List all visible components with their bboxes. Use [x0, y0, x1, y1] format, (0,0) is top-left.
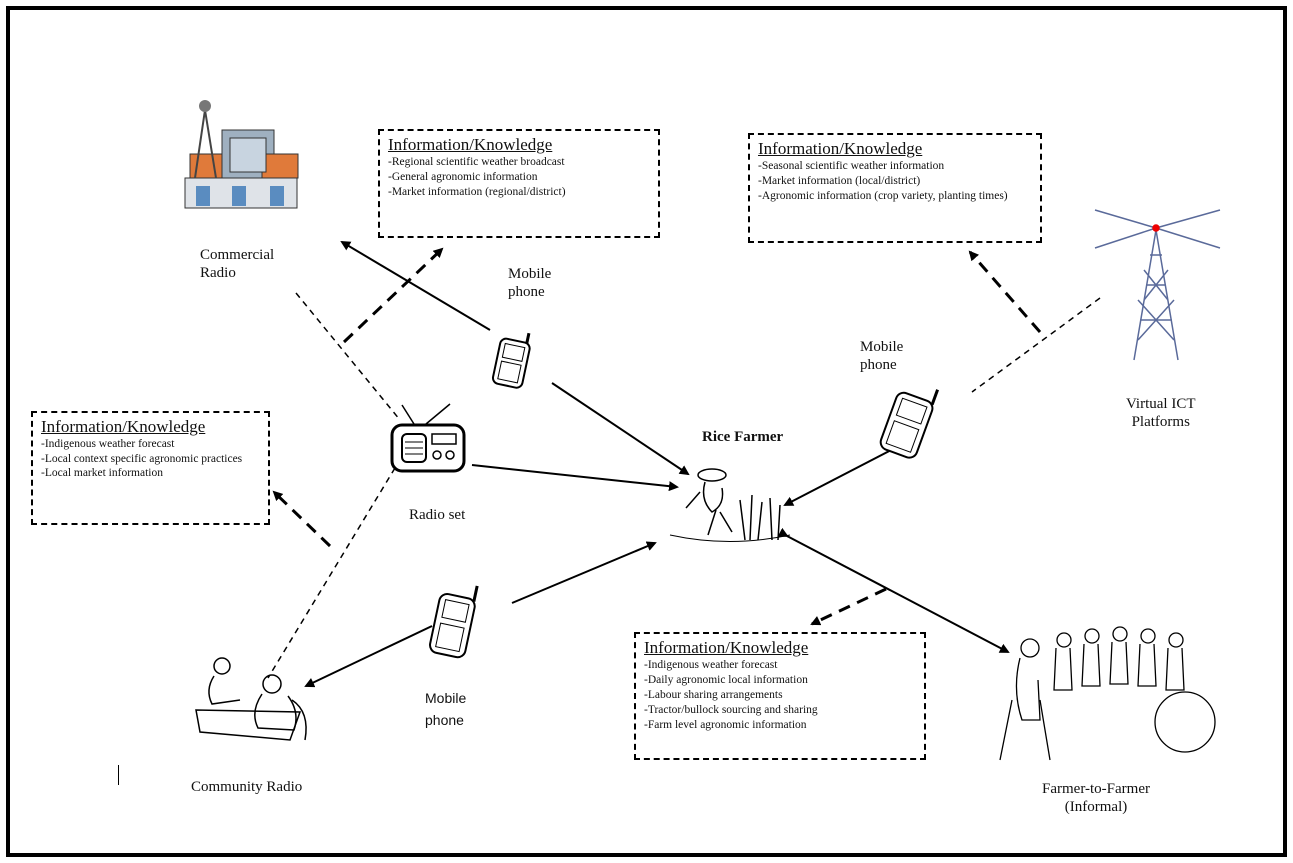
arrow-phone-to-commercial-radio [340, 240, 491, 331]
line-phone-top-to-farmer [551, 382, 690, 476]
arrow-radio-set-to-farmer [471, 464, 679, 492]
text-cursor [118, 765, 119, 785]
community-radio-label: Community Radio [191, 779, 303, 795]
mobile-phone-right-icon [879, 389, 939, 459]
info-box-item: -Indigenous weather forecast [644, 659, 778, 671]
mobile-phone-bottom-label: Mobile phone [425, 690, 467, 728]
arrow-phone-bottom-to-farmer [511, 541, 657, 604]
farmer-group-icon [999, 626, 1216, 761]
info-box-title: Information/Knowledge [758, 139, 923, 158]
info-box-community: Information/Knowledge -Indigenous weathe… [31, 411, 270, 525]
info-box-item: -Agronomic information (crop variety, pl… [758, 190, 1008, 202]
info-box-item: -General agronomic information [388, 171, 538, 183]
virtual-ict-tower-icon [1094, 209, 1221, 361]
dashed-arrow-to-farmer-box [810, 587, 887, 626]
radio-set-icon [390, 403, 466, 473]
info-box-farmer: Information/Knowledge -Indigenous weathe… [634, 632, 926, 760]
info-box-title: Information/Knowledge [644, 638, 809, 657]
arrow-phone-bottom-to-community [304, 625, 433, 688]
dashed-arrow-to-community-box [272, 490, 332, 548]
info-box-item: -Indigenous weather forecast [41, 438, 175, 450]
mobile-phone-top-label: Mobile phone [508, 266, 552, 300]
info-box-title: Information/Knowledge [388, 135, 553, 154]
info-box-item: -Tractor/bullock sourcing and sharing [644, 704, 818, 716]
info-box-item: -Labour sharing arrangements [644, 689, 783, 701]
dashed-arrow-to-commercial-box [342, 247, 444, 344]
farmer-to-farmer-label: Farmer-to-Farmer (Informal) [1042, 781, 1150, 815]
info-box-title: Information/Knowledge [41, 417, 206, 436]
info-box-item: -Seasonal scientific weather information [758, 160, 945, 172]
arrow-farmer-to-farmer-group [777, 527, 1010, 653]
dashed-virtual-to-phone [971, 297, 1101, 393]
mobile-phone-bottom-icon [429, 585, 479, 659]
mobile-phone-top-icon [491, 332, 531, 389]
rice-farmer-icon [669, 468, 791, 542]
community-radio-presenters-icon [195, 657, 307, 741]
arrow-phone-right-to-farmer [783, 439, 905, 506]
info-box-item: -Local market information [41, 467, 163, 479]
info-box-virtual: Information/Knowledge -Seasonal scientif… [748, 133, 1042, 243]
info-box-item: -Market information (regional/district) [388, 186, 566, 198]
virtual-ict-label: Virtual ICT Platforms [1126, 396, 1196, 430]
info-box-item: -Market information (local/district) [758, 175, 921, 187]
rice-farmer-label: Rice Farmer [702, 429, 784, 445]
dashed-radio-set-to-community [267, 467, 396, 679]
dashed-commercial-to-radio-set [295, 292, 401, 421]
info-box-item: -Regional scientific weather broadcast [388, 156, 565, 168]
radio-set-label: Radio set [409, 507, 466, 523]
dashed-arrow-to-virtual-box [968, 250, 1042, 333]
info-box-item: -Farm level agronomic information [644, 719, 807, 731]
commercial-radio-label: Commercial Radio [200, 247, 275, 281]
mobile-phone-right-label: Mobile phone [860, 339, 904, 373]
commercial-radio-building-icon [184, 100, 299, 209]
info-box-commercial: Information/Knowledge -Regional scientif… [378, 129, 660, 238]
info-box-item: -Daily agronomic local information [644, 674, 808, 686]
info-box-item: -Local context specific agronomic practi… [41, 453, 243, 465]
